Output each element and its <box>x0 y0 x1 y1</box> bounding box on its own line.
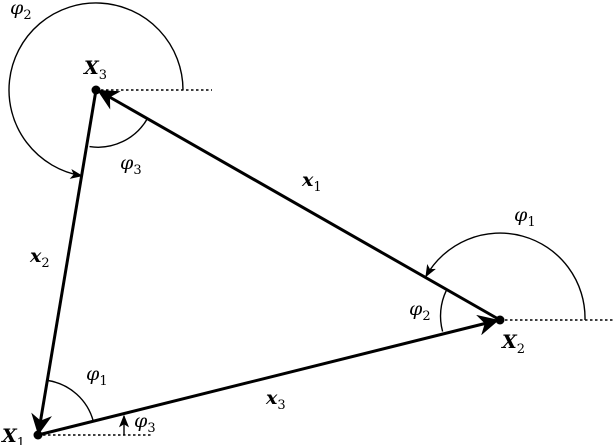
vector-label-x2: x2 <box>29 245 50 271</box>
orientation-angle-arc-varphi1 <box>425 232 586 321</box>
vertex-x1-point <box>33 430 43 440</box>
interior-angle-label-phi2: φ2 <box>409 298 431 324</box>
interior-angle-arc-phi2 <box>439 289 448 332</box>
interior-angle-label-phi3: φ3 <box>120 152 142 178</box>
orientation-angle-arc-varphi2 <box>8 2 184 179</box>
vector-label-x1: x1 <box>301 169 322 195</box>
interior-angle-arc-phi3 <box>89 118 149 148</box>
orientation-angle-label-varphi3: φ3 <box>134 410 156 436</box>
vector-x1-edge <box>97 89 501 322</box>
vertex-label-x2: X2 <box>501 331 525 357</box>
orientation-angle-label-varphi1: φ1 <box>514 204 536 230</box>
vertex-x3-point <box>91 85 101 95</box>
vector-label-x3: x3 <box>265 387 286 413</box>
orientation-angle-label-varphi2: φ2 <box>10 0 32 23</box>
vector-x2-edge <box>31 89 98 436</box>
interior-angle-label-phi1: φ1 <box>86 363 108 389</box>
interior-angle-arc-phi1 <box>47 379 94 422</box>
vertex-x2-point <box>495 315 505 325</box>
vertex-label-x3: X3 <box>83 57 107 83</box>
vertex-label-x1: X1 <box>1 425 25 445</box>
vector-x3-edge <box>37 314 500 437</box>
